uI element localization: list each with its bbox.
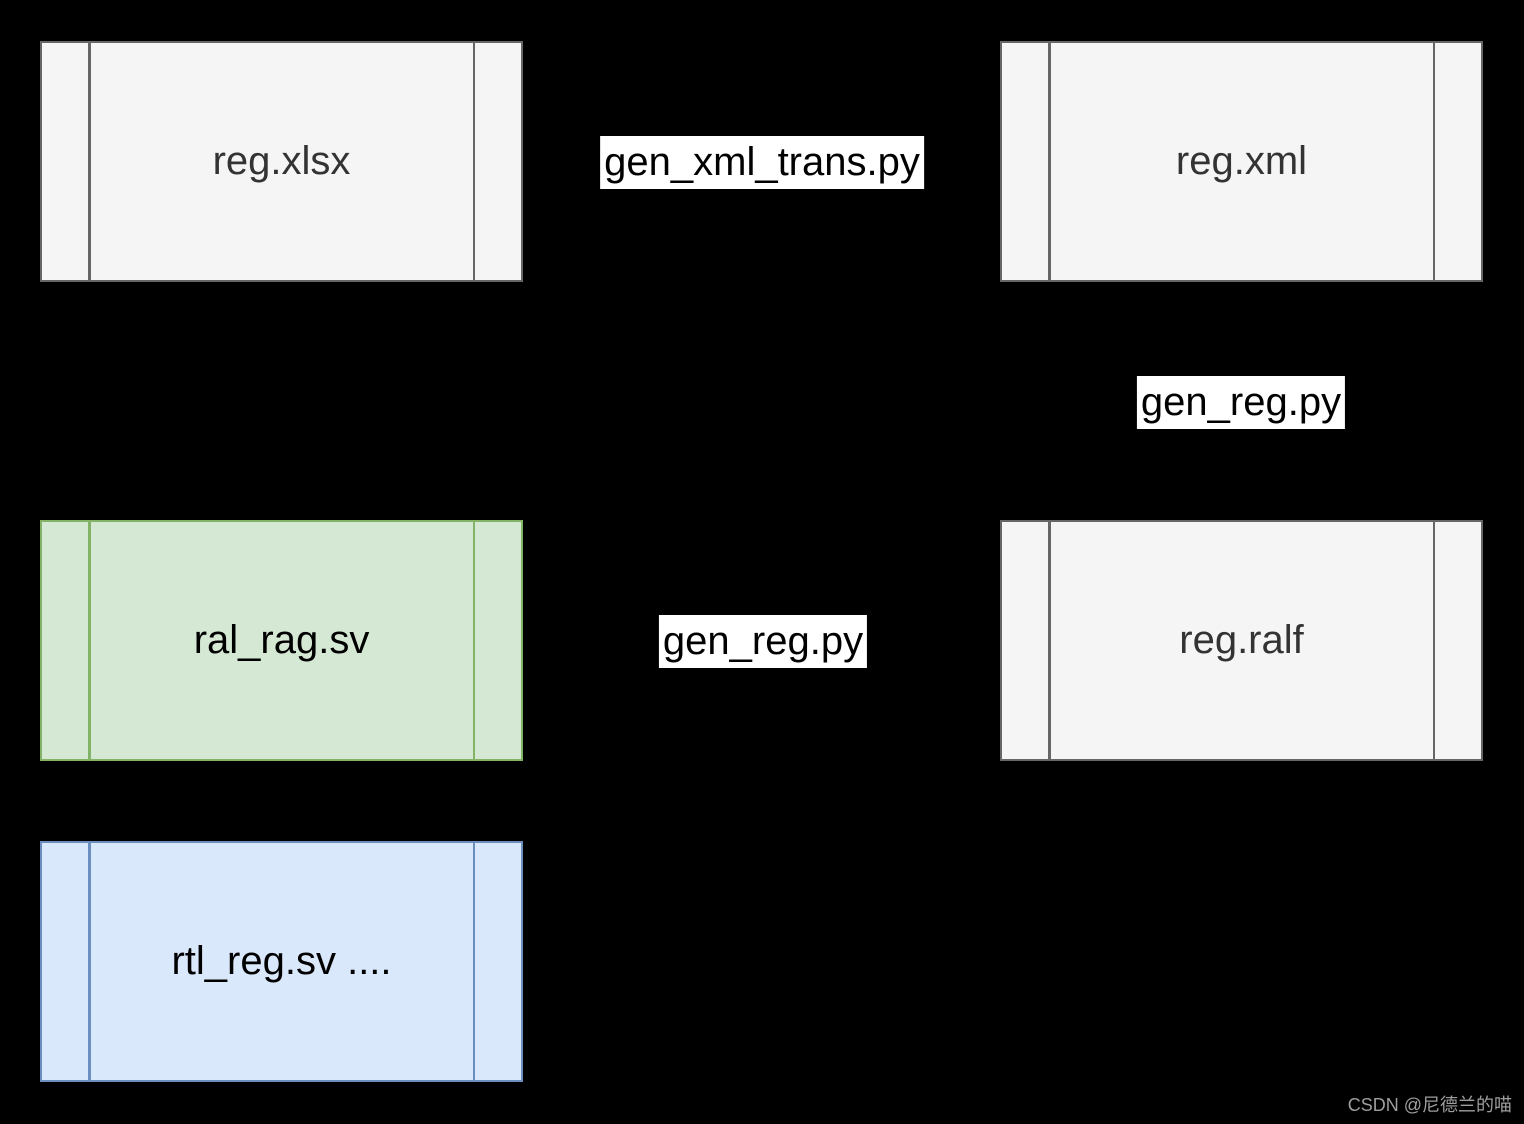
edge-label-gen-reg-lower: gen_reg.py	[658, 615, 868, 668]
process-bar-right	[472, 843, 475, 1080]
process-bar-right	[472, 522, 475, 759]
node-reg-xml: reg.xml	[1000, 41, 1483, 282]
node-label-reg-xlsx: reg.xlsx	[212, 139, 351, 183]
node-ral-rag-sv: ral_rag.sv	[40, 520, 523, 761]
edge-label-gen-reg-upper: gen_reg.py	[1136, 376, 1346, 429]
node-rtl-reg-sv: rtl_reg.sv ....	[40, 841, 523, 1082]
process-bar-right	[1432, 43, 1435, 280]
csdn-watermark: CSDN @尼德兰的喵	[1347, 1095, 1512, 1115]
edge-label-gen-xml-trans: gen_xml_trans.py	[600, 136, 924, 189]
process-bar-left	[1048, 43, 1051, 280]
process-bar-left	[88, 522, 91, 759]
process-bar-right	[472, 43, 475, 280]
process-bar-left	[88, 843, 91, 1080]
node-reg-xlsx: reg.xlsx	[40, 41, 523, 282]
node-label-rtl-reg-sv: rtl_reg.sv ....	[171, 939, 392, 983]
node-reg-ralf: reg.ralf	[1000, 520, 1483, 761]
node-label-reg-ralf: reg.ralf	[1179, 618, 1304, 662]
process-bar-right	[1432, 522, 1435, 759]
node-label-reg-xml: reg.xml	[1175, 139, 1308, 183]
process-bar-left	[1048, 522, 1051, 759]
process-bar-left	[88, 43, 91, 280]
node-label-ral-rag-sv: ral_rag.sv	[193, 618, 370, 662]
